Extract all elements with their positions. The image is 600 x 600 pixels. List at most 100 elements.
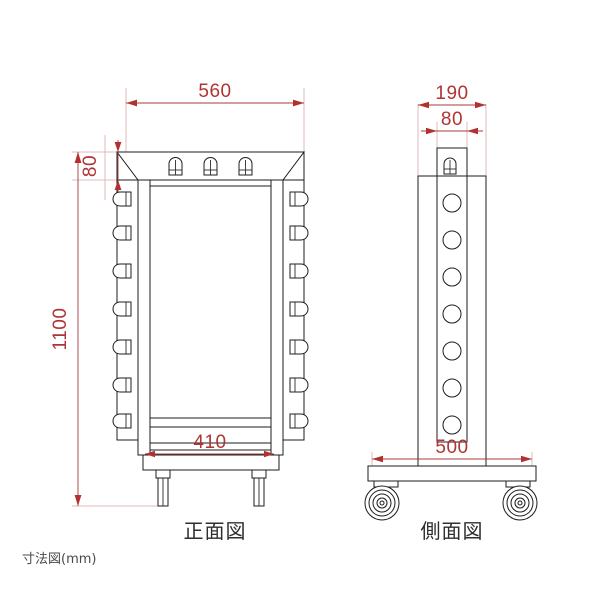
side-hole-7	[442, 415, 462, 435]
front-view-label: 正面図	[184, 519, 247, 543]
side-view-label: 側面図	[421, 519, 484, 543]
dim-front-width-arrow-right	[293, 99, 304, 107]
right-slot-7	[289, 413, 309, 429]
dim-front-base: 410	[145, 432, 274, 458]
front-casters	[155, 469, 267, 507]
front-base-plate	[142, 454, 280, 471]
side-caster-left-hub	[376, 497, 388, 509]
left-slot-1-body	[112, 191, 132, 207]
dim-side-depth-arrow-left	[418, 101, 429, 109]
left-slot-5	[112, 339, 132, 355]
top-hook-1	[168, 157, 183, 176]
front-extension-lines	[72, 88, 305, 507]
dim-front-width-label: 560	[198, 81, 231, 102]
front-caster-left-mount	[155, 469, 171, 479]
dim-front-flange-arrow-bottom	[114, 180, 122, 190]
right-slot-5	[289, 339, 309, 355]
dim-front-base-arrow-left	[145, 450, 155, 458]
dim-front-width-arrow-left	[126, 99, 137, 107]
side-caster-right	[502, 480, 538, 521]
left-slot-6	[112, 377, 132, 393]
dim-side-column-arrow-left	[426, 127, 437, 135]
dim-side-base-arrow-left	[372, 455, 383, 463]
front-top-hooks	[168, 157, 253, 176]
left-slot-2-body	[112, 225, 132, 241]
dim-side-depth-arrow-right	[475, 101, 486, 109]
dim-side-depth-label: 190	[435, 83, 468, 104]
side-top-cap	[436, 147, 468, 177]
lower-cross-rail-bottom	[149, 442, 272, 451]
dim-side-depth: 190	[418, 83, 486, 109]
right-slot-3	[289, 263, 309, 279]
dim-front-base-arrow-right	[264, 450, 274, 458]
left-slot-6-body	[112, 377, 132, 393]
dim-side-column-label: 80	[441, 109, 463, 130]
side-caster-left	[364, 480, 400, 521]
lower-cross-rail-top	[149, 417, 272, 428]
right-slot-1	[289, 191, 309, 207]
dim-side-base-label: 500	[435, 437, 468, 458]
dim-front-height-arrow-top	[74, 152, 82, 163]
front-caster-right-mount	[251, 469, 267, 479]
left-slot-5-body	[112, 339, 132, 355]
dim-front-base-label: 410	[193, 432, 226, 453]
dim-front-height-label: 1100	[50, 308, 71, 351]
side-caster-right-wheel-mid	[506, 489, 534, 517]
left-slot-1	[112, 191, 132, 207]
dim-side-column-arrow-right	[467, 127, 478, 135]
dim-front-height: 1100	[50, 152, 82, 506]
dim-side-column: 80	[421, 109, 483, 135]
left-slot-4	[112, 301, 132, 317]
dim-front-flange-arrow-top	[114, 142, 122, 152]
side-hole-6	[442, 378, 462, 398]
front-caster-left	[155, 469, 171, 507]
right-slot-6-body	[289, 377, 309, 393]
dim-front-width: 560	[126, 81, 304, 107]
left-inner-post	[137, 179, 151, 456]
left-slot-3-body	[112, 263, 132, 279]
side-casters	[364, 480, 538, 521]
right-inner-post	[270, 179, 284, 456]
top-hook-3	[238, 157, 253, 176]
side-caster-right-axle	[517, 500, 523, 506]
center-panel	[149, 185, 272, 419]
side-caster-left-axle	[379, 500, 385, 506]
right-slot-1-body	[289, 191, 309, 207]
left-slot-3	[112, 263, 132, 279]
dim-front-height-arrow-bottom	[74, 495, 82, 506]
front-right-slots	[289, 191, 309, 429]
left-slot-7	[112, 413, 132, 429]
right-slot-3-body	[289, 263, 309, 279]
front-view-group: 560 80 1100 410	[50, 81, 309, 543]
side-caster-right-wheel-inner	[510, 493, 530, 513]
right-slot-4	[289, 301, 309, 317]
front-main-body	[116, 179, 305, 456]
side-base-plate-rect	[367, 465, 537, 482]
left-slot-7-body	[112, 413, 132, 429]
right-slot-2-body	[289, 225, 309, 241]
dim-side-base: 500	[372, 437, 532, 463]
right-slot-5-body	[289, 339, 309, 355]
right-slot-2	[289, 225, 309, 241]
right-slot-6	[289, 377, 309, 393]
dim-front-flange: 80	[80, 140, 122, 192]
side-hole-4	[442, 304, 462, 324]
front-caster-right	[251, 469, 267, 507]
dim-side-base-arrow-right	[521, 455, 532, 463]
side-hole-5	[442, 341, 462, 361]
side-holes	[442, 193, 462, 435]
side-caster-left-wheel-inner	[372, 493, 392, 513]
drawing-caption: 寸法図(mm)	[22, 552, 96, 567]
left-slot-4-body	[112, 301, 132, 317]
top-hook-2	[203, 157, 218, 176]
right-slot-7-body	[289, 413, 309, 429]
left-slot-2	[112, 225, 132, 241]
side-hole-1	[442, 193, 462, 213]
side-caster-left-wheel-mid	[368, 489, 396, 517]
side-hole-3	[442, 267, 462, 287]
dim-front-flange-label: 80	[80, 155, 101, 177]
side-view-group: 190 80 500 側面図	[364, 83, 538, 543]
side-base-plate	[367, 465, 537, 482]
